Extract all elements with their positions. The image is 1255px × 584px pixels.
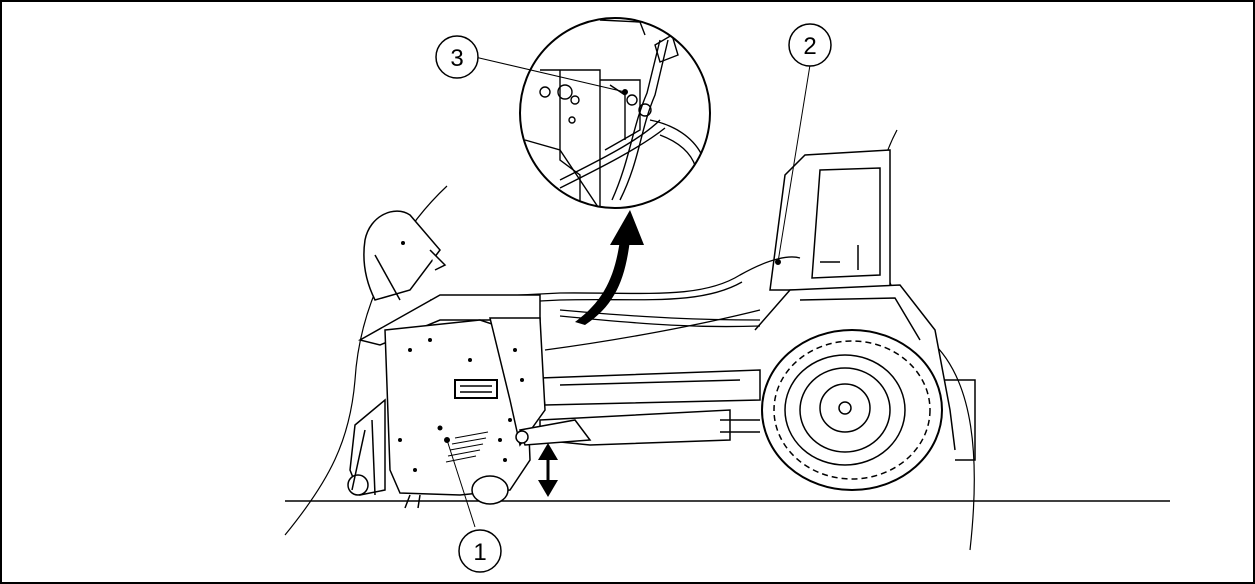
lift-arrow	[538, 443, 558, 497]
callout-1-label: 1	[473, 539, 486, 566]
leader-lines	[444, 56, 811, 528]
callout-2: 2	[788, 23, 832, 67]
callout-3: 3	[435, 35, 479, 79]
callout-2-label: 2	[803, 33, 816, 60]
mower-implement	[347, 210, 592, 509]
detail-view	[519, 17, 711, 209]
detail-arrow	[575, 210, 644, 325]
tractor	[539, 149, 976, 491]
callout-1: 1	[458, 529, 502, 573]
callout-3-label: 3	[450, 45, 463, 72]
